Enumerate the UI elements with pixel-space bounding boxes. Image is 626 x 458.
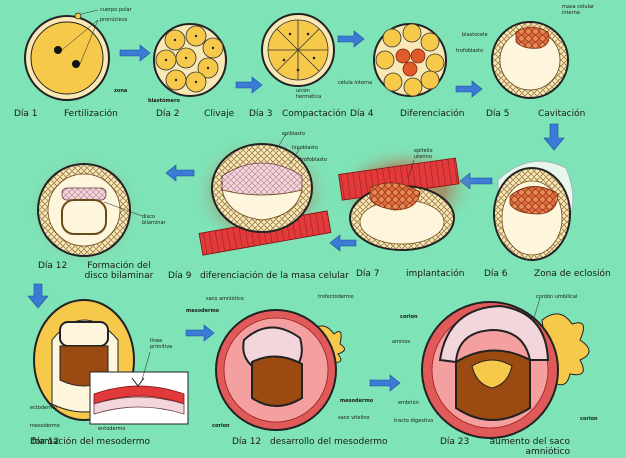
label-mesodermo: mesodermo [30,423,60,429]
arrow-12a-12b [28,284,48,308]
cleavage-day2 [154,24,226,96]
label-disco-bilaminar: disco bilaminar [142,214,168,226]
label-saco-amniotico: saco amniótico [206,296,244,302]
label-cordon-umbilical: cordón umbilical [536,294,577,300]
label-entodermo: entodermo [98,426,125,432]
label-trofoblasto-2: trofoblasto [300,157,327,163]
bilaminar-day12 [28,154,142,266]
stage-name-12c: desarrollo del mesodermo [270,437,388,447]
stage-name-6: Zona de eclosión [534,269,611,279]
stage-name-4: Diferenciación [400,109,465,119]
label-ectodermo: ectodermo [30,405,57,411]
label-corion-3: corion [580,416,598,422]
arrow-2-3 [236,77,262,93]
stage-name-9: diferenciación de la masa celular [200,271,349,281]
stage-name-12b: formación del mesodermo [30,437,150,447]
label-mesodermo-3: mesodermo [340,398,373,404]
mesoderm-development-day12 [216,310,345,430]
label-trofectodermo: trofectodermo [318,294,354,300]
stage-name-1: Fertilización [64,109,118,119]
amniotic-sac-day23 [422,298,589,438]
label-epiblasto: epiblasto [282,131,305,137]
label-embrion: embrión [398,400,419,406]
label-celula-interna: célula interna [338,80,372,86]
mesoderm-formation-day12 [34,300,188,424]
arrow-7-9 [330,235,356,251]
label-masa-celular-interna: masa celular interna [562,4,602,16]
label-epitelio-uterino: epitelio uterino [414,148,444,160]
label-hipoblasto: hipoblasto [292,145,318,151]
stage-day-4: Día 4 [350,109,374,119]
cavitation-day5 [492,22,568,98]
stage-day-9: Día 9 [168,271,192,281]
arrow-9-12 [166,165,194,181]
arrow-4-5 [456,81,482,97]
compaction-day3 [262,14,334,86]
label-linea-primitiva: línea primitiva [150,338,178,350]
hatching-day6 [494,161,573,260]
zygote-day1 [25,10,109,100]
stage-name-5: Cavitación [538,109,585,119]
stage-name-3: Compactación [282,109,346,119]
stage-day-6: Día 6 [484,269,508,279]
stage-day-5: Día 5 [486,109,510,119]
label-tracto-digestivo: tracto digestivo [394,418,433,424]
stage-name-12a: Formación del disco bilaminar [76,261,162,281]
label-zona: zona [114,88,127,94]
label-pronucleos: pronúcleos [100,17,127,23]
stage-name-7: implantación [406,269,464,279]
label-blastocele: blastocele [462,32,488,38]
arrow-12c-23 [370,375,400,391]
label-union-hermetica: unión hermética [296,88,336,100]
icm-differentiation-day9 [192,134,332,255]
label-corion-2: corion [400,314,418,320]
stage-day-1: Día 1 [14,109,38,119]
arrow-1-2 [120,45,150,61]
arrow-5-6 [544,124,564,150]
label-cuerpo-polar: cuerpo polar [100,7,132,13]
label-corion: corion [212,423,230,429]
label-amnios: amnios [392,339,410,345]
stage-day-2: Día 2 [156,109,180,119]
label-blastomero: blastómero [148,98,180,104]
stage-name-2: Clivaje [204,109,234,119]
implantation-day7 [333,146,477,250]
label-trofoblasto: trofoblasto [456,48,483,54]
arrow-12b-12c [186,325,214,341]
label-mesodermo-2: mesodermo [186,308,219,314]
stage-name-23: aumento del saco amniótico [460,437,570,457]
stage-day-12a: Día 12 [38,261,67,271]
stage-day-3: Día 3 [249,109,273,119]
differentiation-day4 [374,24,446,96]
stage-day-12c: Día 12 [232,437,261,447]
label-saco-vitelino: saco vitelino [338,415,369,421]
stage-day-7: Día 7 [356,269,380,279]
arrow-3-4 [338,31,364,47]
